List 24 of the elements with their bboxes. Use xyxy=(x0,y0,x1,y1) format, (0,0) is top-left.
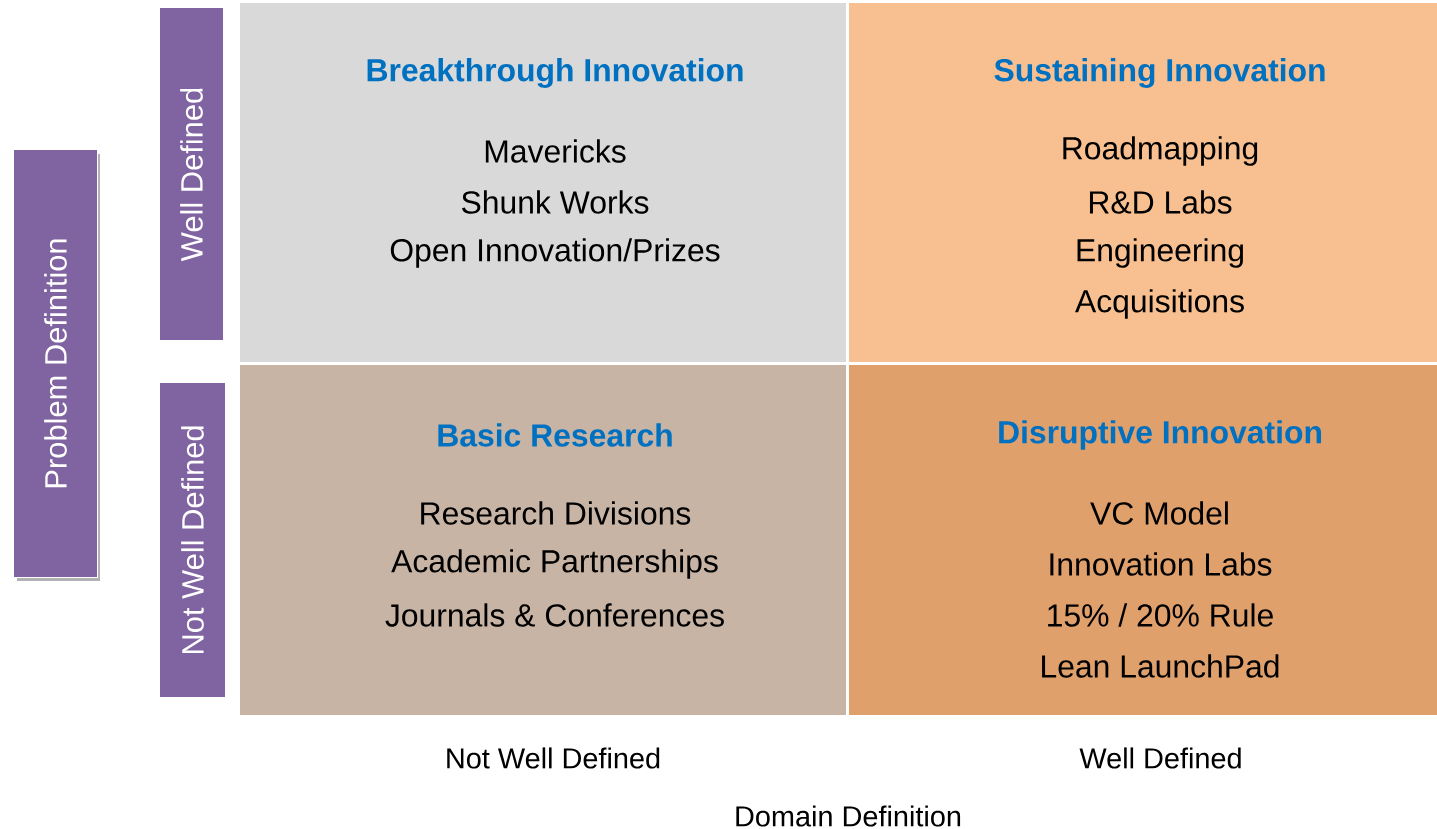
quadrant-title: Sustaining Innovation xyxy=(994,58,1325,88)
axis-band: Not Well Defined xyxy=(160,383,225,697)
quadrant-title: Basic Research xyxy=(438,423,672,447)
list-item: Acquisitions xyxy=(1075,289,1244,319)
list-item: Shunk Works xyxy=(461,190,649,214)
list-item: Innovation Labs xyxy=(1050,552,1272,576)
list-item: Open Innovation/Prizes xyxy=(390,238,720,268)
list-item: Mavericks xyxy=(485,139,626,163)
list-item: Roadmapping xyxy=(1063,136,1258,166)
axis-band: Well Defined xyxy=(160,8,223,340)
list-item: Academic Partnerships xyxy=(391,549,718,579)
axis-label: Domain Definition xyxy=(736,805,961,827)
list-item: Research Divisions xyxy=(421,501,691,525)
axis-label: Not Well Defined xyxy=(447,747,660,769)
list-item: Engineering xyxy=(1077,238,1243,268)
list-item: VC Model xyxy=(1090,501,1228,525)
axis-label: Well Defined xyxy=(1079,747,1241,769)
list-item: R&D Labs xyxy=(1089,190,1232,214)
quadrant-title: Disruptive Innovation xyxy=(999,420,1321,450)
quadrant-title: Breakthrough Innovation xyxy=(367,58,743,88)
list-item: 15% / 20% Rule xyxy=(1048,603,1273,627)
axis-band: Problem Definition xyxy=(13,149,100,581)
list-item: Lean LaunchPad xyxy=(1042,654,1279,678)
list-item: Journals & Conferences xyxy=(385,603,724,627)
